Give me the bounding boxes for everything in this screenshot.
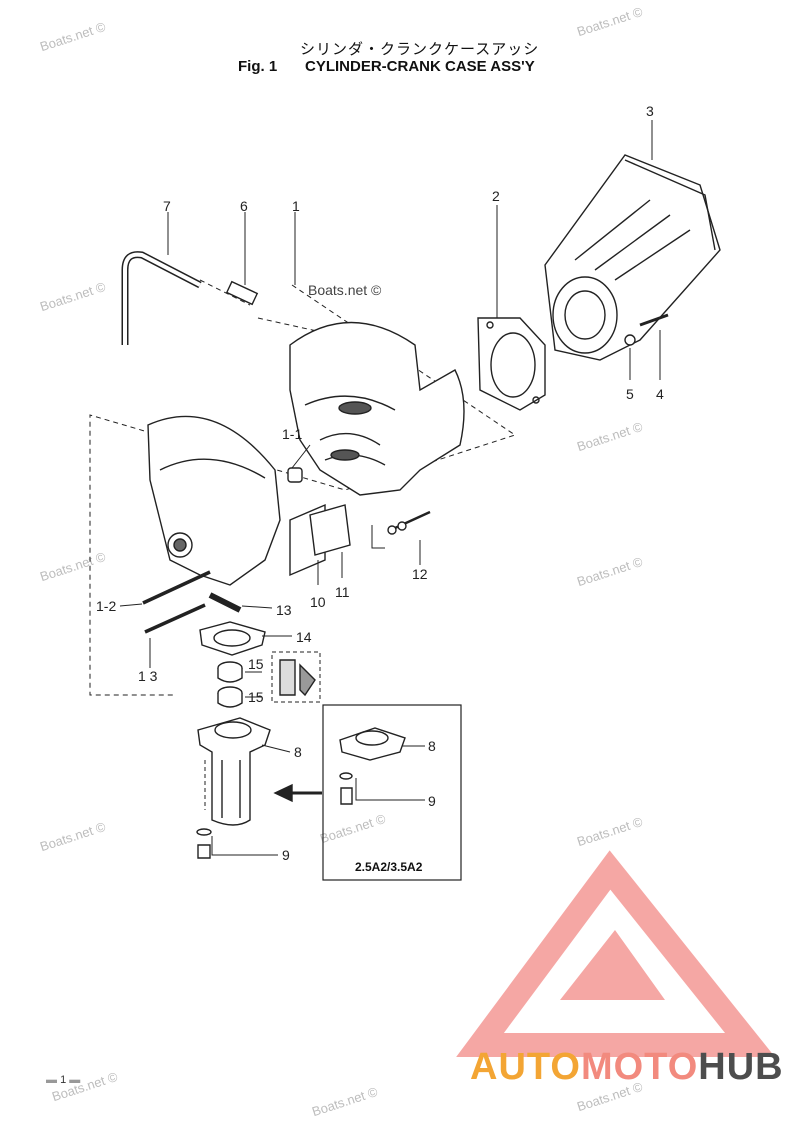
part-label-1-1: 1-1 — [282, 426, 303, 442]
part-label-1-3: 1 3 — [138, 668, 158, 684]
part-label-4: 4 — [656, 386, 664, 402]
part-label-11: 11 — [335, 584, 350, 600]
part-label-1: 1 — [292, 198, 300, 214]
part-5-washer — [624, 334, 636, 346]
part-1-2-bolt — [142, 570, 211, 605]
part-8-housing — [197, 717, 271, 826]
automotohub-logo — [456, 850, 775, 1057]
part-1-crankcase-lower — [147, 415, 281, 586]
brand-hub: HUB — [698, 1046, 784, 1088]
title-english: CYLINDER-CRANK CASE ASS'Y — [305, 58, 535, 75]
inset-part-label-8: 8 — [428, 738, 436, 754]
part-label-15: 15 — [248, 656, 264, 672]
part-1-1-pin — [287, 467, 303, 483]
brand-wordmark: AUTOMOTOHUB — [470, 1046, 784, 1089]
part-label-15: 15 — [248, 689, 264, 705]
part-label-8: 8 — [294, 744, 302, 760]
brand-auto: AUTO — [470, 1046, 581, 1088]
part-13-pin — [208, 592, 242, 613]
part-label-2: 2 — [492, 188, 500, 204]
part-4-bolt — [639, 313, 669, 327]
part-14-gasket — [199, 621, 266, 656]
variant-inset-box — [322, 704, 462, 881]
inset-part-9-screw — [340, 787, 353, 805]
part-label-5: 5 — [626, 386, 634, 402]
part-15-oil-seal-upper — [217, 661, 243, 683]
inset-part-label-9: 9 — [428, 793, 436, 809]
part-7-hose — [121, 251, 202, 345]
inset-part-8-housing — [339, 727, 406, 761]
brand-moto: MOTO — [580, 1046, 699, 1088]
part-9-screw — [197, 844, 211, 859]
part-label-14: 14 — [296, 629, 312, 645]
part-15-oil-seal-lower — [217, 686, 243, 708]
variant-caption: 2.5A2/3.5A2 — [355, 860, 423, 874]
title-japanese: シリンダ・クランクケースアッシ — [300, 40, 540, 58]
figure-number: Fig. 1 — [238, 58, 278, 75]
part-label-9: 9 — [282, 847, 290, 863]
part-label-12: 12 — [412, 566, 428, 582]
page-number: ▬ 1 ▬ — [46, 1074, 81, 1086]
part-6-fitting — [225, 280, 259, 306]
part-label-6: 6 — [240, 198, 248, 214]
part-label-3: 3 — [646, 103, 654, 119]
part-label-10: 10 — [310, 594, 326, 610]
part-label-7: 7 — [163, 198, 171, 214]
part-1-3-bolt — [144, 603, 206, 634]
part-label-1-2: 1-2 — [96, 598, 117, 614]
inset-part-9-washer — [339, 772, 353, 780]
part-9-washer — [196, 828, 212, 836]
part-1-crankcase-upper — [289, 321, 465, 496]
seal-detail-box — [271, 651, 321, 703]
part-11-reed-valve — [309, 504, 351, 556]
watermark: Boats.net © — [308, 282, 382, 298]
part-label-13: 13 — [276, 602, 292, 618]
